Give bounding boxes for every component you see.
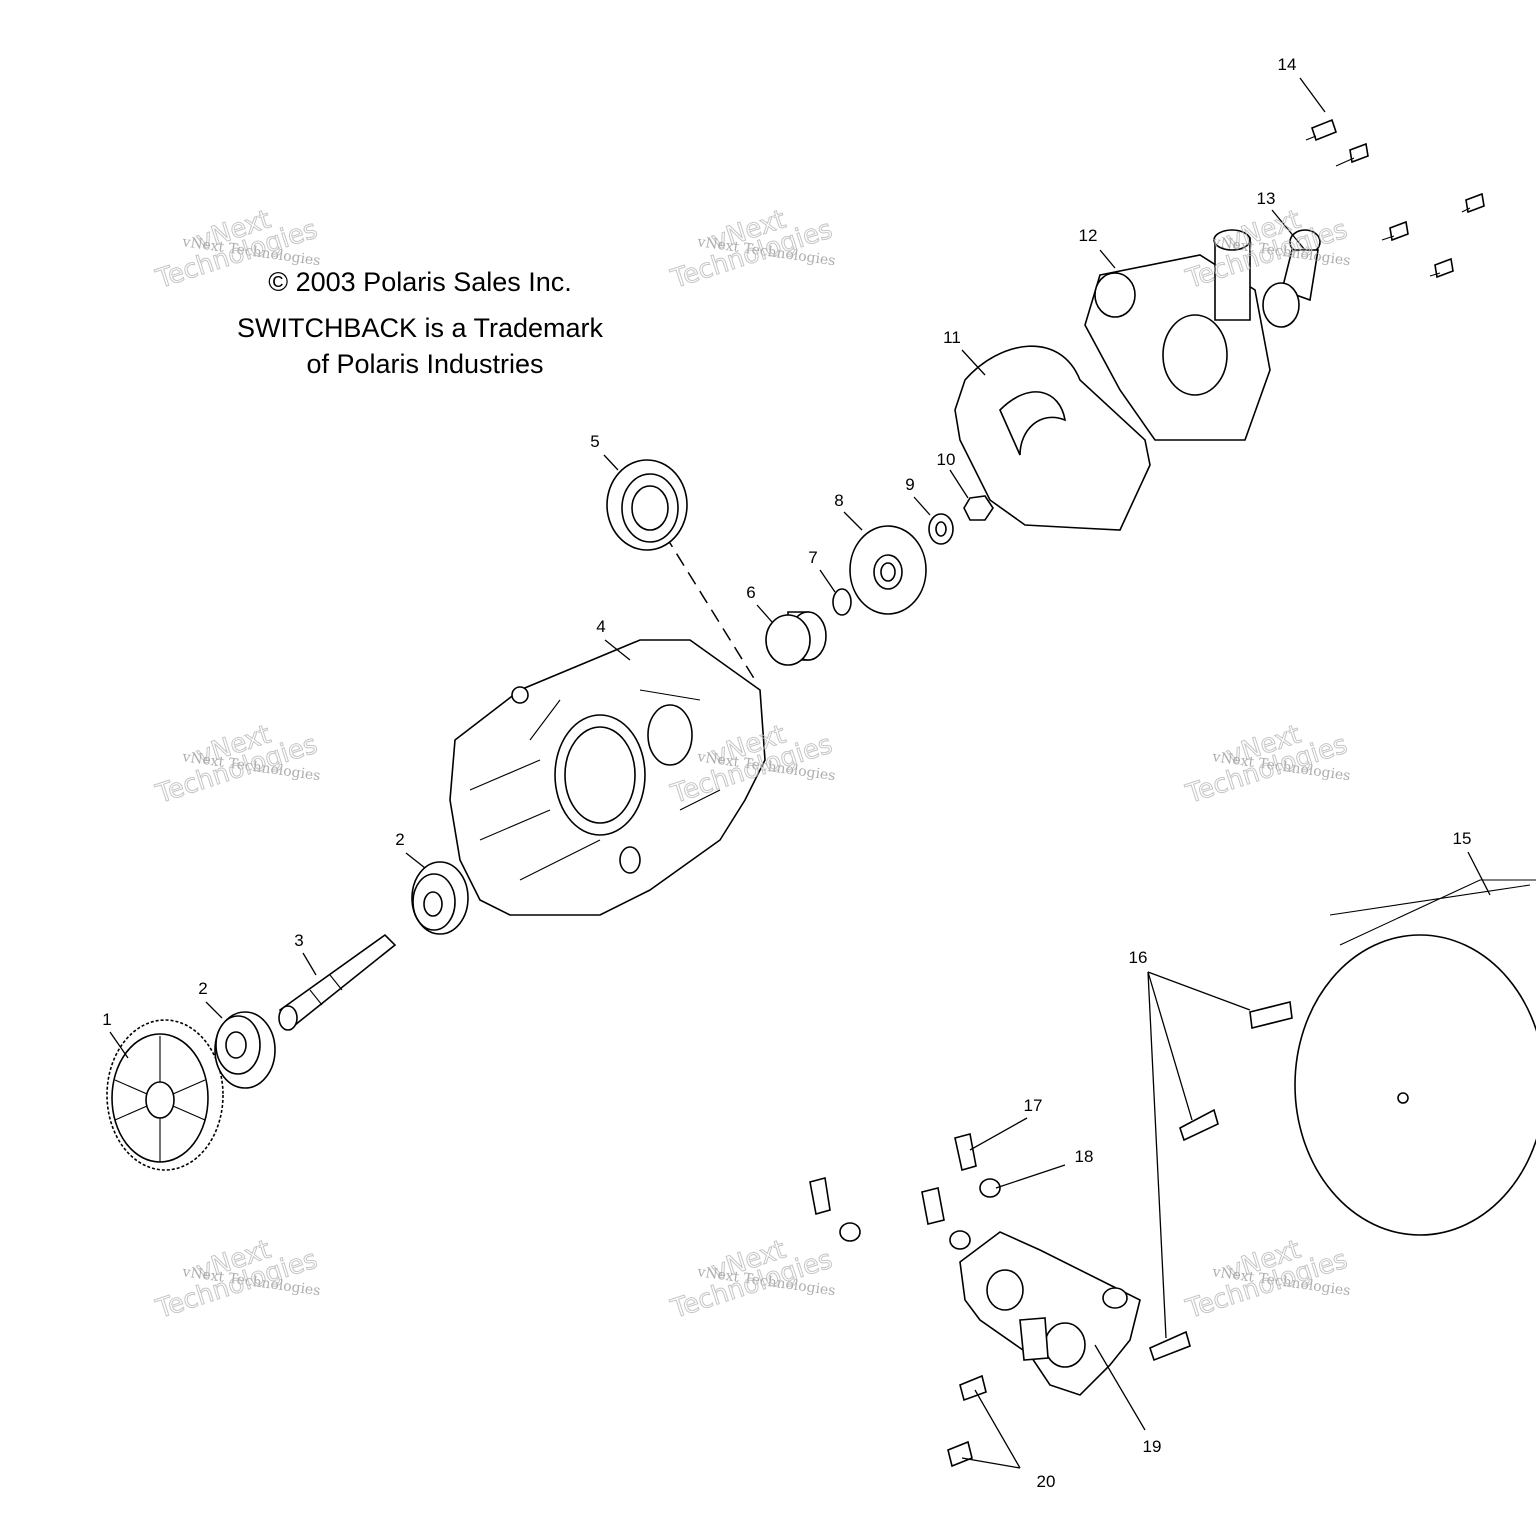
part-3-shaft: [278, 933, 397, 1031]
callout-14: 14: [1278, 55, 1297, 74]
callout-10: 10: [937, 450, 956, 469]
part-19-valve-body: [959, 1231, 1141, 1396]
part-4-housing: [449, 639, 766, 916]
callout-4: 4: [596, 617, 605, 636]
part-2-bearing-lower: [214, 1011, 276, 1089]
callout-16: 16: [1129, 948, 1148, 967]
callout-12: 12: [1079, 226, 1098, 245]
callout-17: 17: [1024, 1096, 1043, 1115]
part-5-seal: [606, 459, 688, 551]
part-1-sprocket: [106, 1019, 224, 1171]
part-11-gasket: [954, 345, 1151, 531]
callout-19: 19: [1143, 1437, 1162, 1456]
watermark: vNext vNext Technologies Technologies: [151, 719, 321, 810]
callout-3: 3: [294, 931, 303, 950]
callout-2: 2: [395, 830, 404, 849]
part-12-cover: [1084, 229, 1271, 441]
callout-5: 5: [590, 432, 599, 451]
part-13-elbow-fitting: [1262, 229, 1321, 328]
part-17-dowel: [809, 1133, 977, 1225]
callout-18: 18: [1075, 1147, 1094, 1166]
callout-20: 20: [1037, 1472, 1056, 1491]
part-14-bolts: [1305, 118, 1485, 279]
trademark-text-line1: SWITCHBACK is a Trademark: [237, 313, 604, 343]
callout-13: 13: [1257, 189, 1276, 208]
callout-6: 6: [746, 583, 755, 602]
part-10-nut: [963, 495, 994, 521]
part-20-screws: [947, 1374, 987, 1468]
leader-lines: [109, 77, 1491, 1469]
callout-1: 1: [102, 1010, 111, 1029]
part-15-cover: [1294, 879, 1536, 1236]
callout-8: 8: [834, 491, 843, 510]
watermark: vNext vNext Technologies Technologies: [1181, 1234, 1351, 1325]
callout-9: 9: [905, 475, 914, 494]
part-8-impeller: [849, 525, 927, 615]
part-16-bolts: [1149, 1001, 1293, 1362]
part-2-bearing-upper: [411, 861, 469, 935]
callout-11: 11: [943, 328, 961, 347]
watermark: vNext vNext Technologies Technologies: [151, 1234, 321, 1325]
part-6-spacer: [765, 611, 827, 666]
part-7-washer: [832, 588, 852, 616]
watermark: vNext vNext Technologies Technologies: [1181, 719, 1351, 810]
copyright-text: © 2003 Polaris Sales Inc.: [268, 267, 572, 297]
trademark-text-line2: of Polaris Industries: [306, 349, 543, 379]
callout-2: 2: [198, 979, 207, 998]
watermark: vNext vNext Technologies Technologies: [1181, 204, 1351, 295]
callout-15: 15: [1453, 829, 1472, 848]
callout-7: 7: [808, 548, 817, 567]
watermark: vNext vNext Technologies Technologies: [666, 204, 836, 295]
part-18-bushing: [839, 1178, 1001, 1250]
part-9-washer: [928, 513, 954, 545]
watermark: vNext vNext Technologies Technologies: [666, 1234, 836, 1325]
alignment-line: [664, 534, 756, 681]
